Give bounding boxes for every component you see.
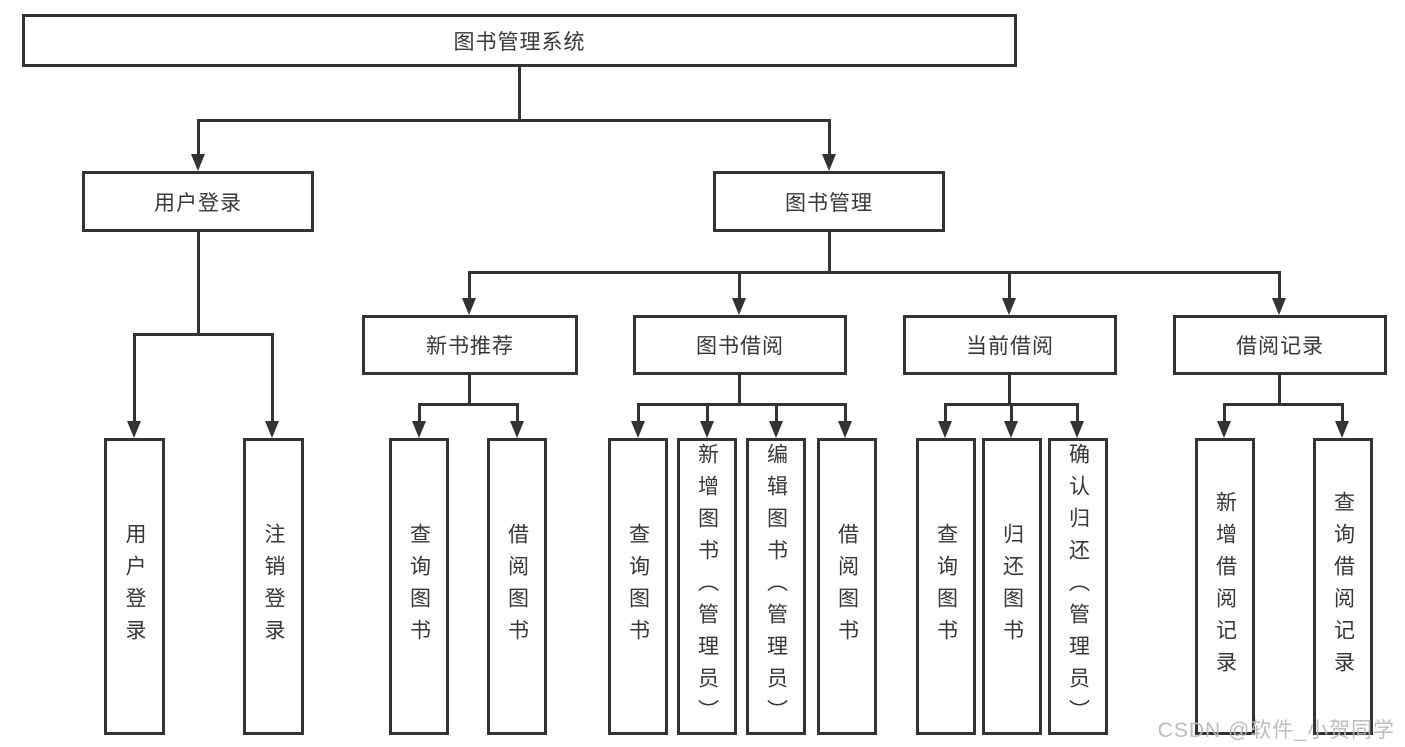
leaf-cb-confirm-return-admin-label: 确认归还（管理员） bbox=[1066, 442, 1090, 731]
connector-line bbox=[775, 403, 778, 425]
connector-line bbox=[1223, 403, 1343, 406]
connector-line bbox=[418, 403, 519, 406]
leaf-bb-edit-books-admin: 编辑图书（管理员） bbox=[746, 438, 806, 735]
node-book-borrow-label: 图书借阅 bbox=[696, 335, 784, 358]
arrow-down-icon bbox=[732, 298, 746, 315]
node-borrow-record: 借阅记录 bbox=[1173, 315, 1387, 375]
connector-line bbox=[1278, 271, 1281, 303]
arrow-down-icon bbox=[265, 421, 279, 438]
leaf-br-add-record: 新增借阅记录 bbox=[1195, 438, 1255, 735]
connector-line bbox=[944, 403, 947, 425]
arrow-down-icon bbox=[1070, 421, 1084, 438]
node-user-login-label: 用户登录 bbox=[154, 191, 242, 215]
connector-line bbox=[468, 271, 471, 303]
connector-line bbox=[844, 403, 847, 425]
arrow-down-icon bbox=[1002, 298, 1016, 315]
connector-line bbox=[197, 119, 200, 161]
arrow-down-icon bbox=[1272, 298, 1286, 315]
node-new-book-rec: 新书推荐 bbox=[362, 315, 578, 375]
connector-line bbox=[1341, 403, 1344, 425]
node-book-mgmt: 图书管理 bbox=[713, 171, 945, 232]
leaf-cb-return-books: 归还图书 bbox=[982, 438, 1042, 735]
leaf-cb-query-books: 查询图书 bbox=[916, 438, 976, 735]
arrow-down-icon bbox=[631, 421, 645, 438]
connector-line bbox=[197, 232, 200, 336]
leaf-bb-add-books-admin-label: 新增图书（管理员） bbox=[695, 442, 719, 731]
node-current-borrow: 当前借阅 bbox=[903, 315, 1117, 375]
leaf-user-login-label: 用户登录 bbox=[123, 522, 146, 651]
arrow-down-icon bbox=[1217, 421, 1231, 438]
arrow-down-icon bbox=[1335, 421, 1349, 438]
arrow-down-icon bbox=[127, 421, 141, 438]
connector-line bbox=[197, 119, 831, 122]
leaf-bb-add-books-admin: 新增图书（管理员） bbox=[677, 438, 737, 735]
leaf-user-login: 用户登录 bbox=[104, 438, 165, 735]
arrow-down-icon bbox=[700, 421, 714, 438]
node-current-borrow-label: 当前借阅 bbox=[966, 335, 1054, 358]
connector-line bbox=[637, 403, 640, 425]
leaf-cb-query-books-label: 查询图书 bbox=[934, 522, 958, 651]
leaf-br-add-record-label: 新增借阅记录 bbox=[1213, 490, 1237, 683]
leaf-cb-return-books-label: 归还图书 bbox=[1000, 522, 1024, 651]
leaf-cb-confirm-return-admin: 确认归还（管理员） bbox=[1048, 438, 1108, 735]
connector-line bbox=[706, 403, 709, 425]
connector-line bbox=[468, 375, 471, 406]
leaf-nb-borrow-books-label: 借阅图书 bbox=[505, 522, 529, 651]
connector-line bbox=[468, 271, 1281, 274]
node-root-label: 图书管理系统 bbox=[453, 30, 586, 54]
csdn-watermark: CSDN @软件_小贺同学 bbox=[1157, 719, 1395, 742]
connector-line bbox=[1278, 375, 1281, 406]
connector-line bbox=[1008, 375, 1011, 406]
connector-line bbox=[1223, 403, 1226, 425]
connector-line bbox=[828, 119, 831, 161]
leaf-br-query-record-label: 查询借阅记录 bbox=[1331, 490, 1355, 683]
arrow-down-icon bbox=[822, 154, 836, 171]
leaf-br-query-record: 查询借阅记录 bbox=[1313, 438, 1373, 735]
leaf-logout: 注销登录 bbox=[243, 438, 304, 735]
arrow-down-icon bbox=[938, 421, 952, 438]
leaf-logout-label: 注销登录 bbox=[262, 522, 285, 651]
connector-line bbox=[1076, 403, 1079, 425]
leaf-nb-query-books-label: 查询图书 bbox=[407, 522, 431, 651]
connector-line bbox=[637, 403, 847, 406]
node-user-login: 用户登录 bbox=[82, 171, 314, 232]
connector-line bbox=[518, 67, 521, 121]
leaf-bb-edit-books-admin-label: 编辑图书（管理员） bbox=[764, 442, 788, 731]
arrow-down-icon bbox=[412, 421, 426, 438]
connector-line bbox=[1008, 271, 1011, 303]
node-root: 图书管理系统 bbox=[22, 14, 1017, 67]
connector-line bbox=[271, 333, 274, 425]
connector-line bbox=[418, 403, 421, 425]
node-book-borrow: 图书借阅 bbox=[633, 315, 847, 375]
arrow-down-icon bbox=[462, 298, 476, 315]
leaf-bb-borrow-books-label: 借阅图书 bbox=[835, 522, 859, 651]
node-book-mgmt-label: 图书管理 bbox=[785, 191, 873, 215]
leaf-nb-borrow-books: 借阅图书 bbox=[487, 438, 547, 735]
leaf-nb-query-books: 查询图书 bbox=[389, 438, 449, 735]
leaf-bb-borrow-books: 借阅图书 bbox=[817, 438, 877, 735]
connector-line bbox=[133, 333, 274, 336]
leaf-bb-query-books: 查询图书 bbox=[608, 438, 668, 735]
arrow-down-icon bbox=[769, 421, 783, 438]
connector-line bbox=[738, 375, 741, 406]
connector-line bbox=[516, 403, 519, 425]
arrow-down-icon bbox=[838, 421, 852, 438]
arrow-down-icon bbox=[510, 421, 524, 438]
connector-line bbox=[1010, 403, 1013, 425]
arrow-down-icon bbox=[191, 154, 205, 171]
connector-line bbox=[133, 333, 136, 425]
leaf-bb-query-books-label: 查询图书 bbox=[626, 522, 650, 651]
node-borrow-record-label: 借阅记录 bbox=[1236, 335, 1324, 358]
node-new-book-rec-label: 新书推荐 bbox=[426, 335, 514, 358]
arrow-down-icon bbox=[1004, 421, 1018, 438]
connector-line bbox=[828, 232, 831, 274]
connector-line bbox=[738, 271, 741, 303]
